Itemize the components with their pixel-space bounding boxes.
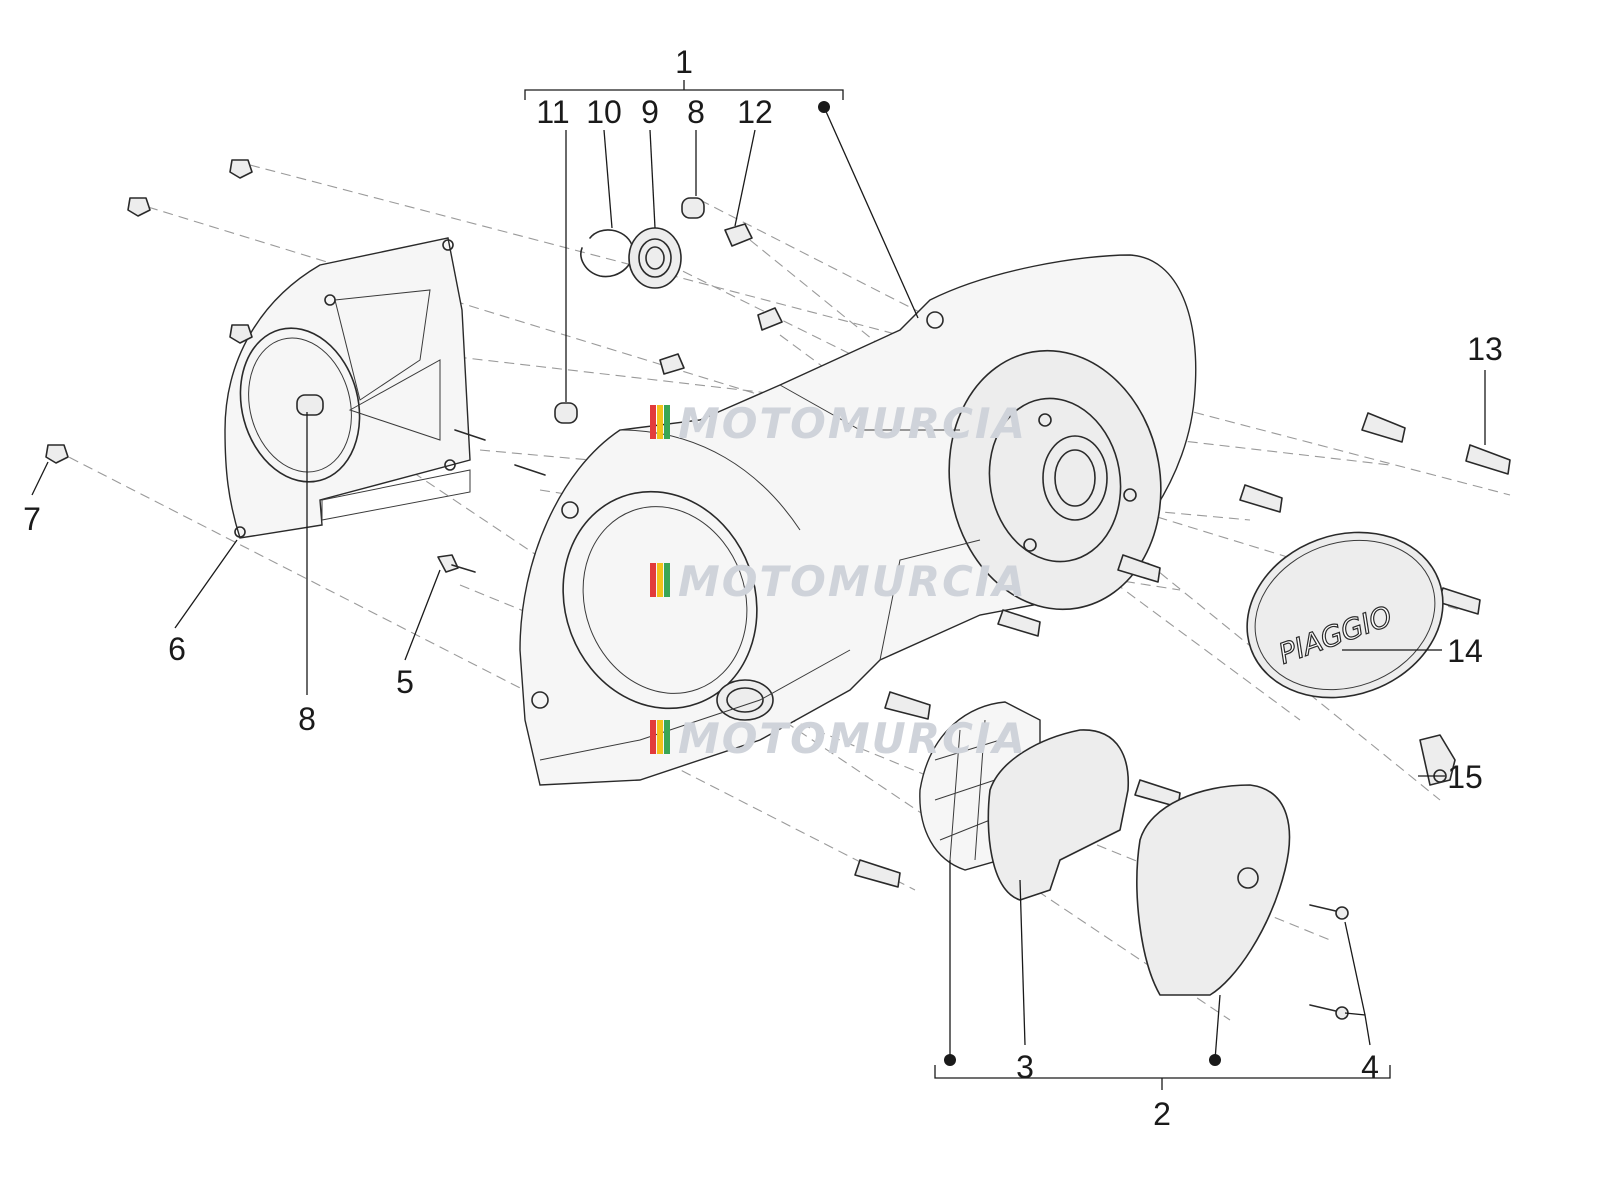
callout-6: 6 xyxy=(168,631,186,667)
callout-1: 1 xyxy=(675,44,693,80)
leader-lines xyxy=(31,80,1486,1090)
inner-cover-plate xyxy=(224,237,471,539)
transmission-cover xyxy=(519,254,1197,786)
watermark-1: MOTOMURCIA xyxy=(650,399,1027,448)
watermark-text-3: MOTOMURCIA xyxy=(678,714,1027,763)
bearing-group xyxy=(554,197,783,424)
callout-2: 2 xyxy=(1153,1096,1171,1132)
fasteners xyxy=(45,159,1511,1020)
callout-13: 13 xyxy=(1467,331,1503,367)
filter-housing xyxy=(919,701,1291,996)
piaggio-cover-cap: PIAGGIO xyxy=(1246,531,1444,699)
callout-labels: 1 11 10 9 8 12 13 7 6 5 8 14 15 3 4 2 xyxy=(23,44,1503,1132)
callout-5: 5 xyxy=(396,664,414,700)
callout-4: 4 xyxy=(1361,1049,1379,1085)
callout-3: 3 xyxy=(1016,1049,1034,1085)
callout-8-left: 8 xyxy=(298,701,316,737)
callout-14: 14 xyxy=(1447,633,1483,669)
watermark-text-1: MOTOMURCIA xyxy=(678,399,1027,448)
watermark-3: MOTOMURCIA xyxy=(650,714,1027,763)
watermark-2: MOTOMURCIA xyxy=(650,557,1027,606)
callout-10: 10 xyxy=(586,94,622,130)
callout-9: 9 xyxy=(641,94,659,130)
callout-7: 7 xyxy=(23,501,41,537)
watermark-text-2: MOTOMURCIA xyxy=(678,557,1027,606)
callout-15: 15 xyxy=(1447,759,1483,795)
callout-12: 12 xyxy=(737,94,773,130)
callout-11: 11 xyxy=(536,94,569,130)
callout-8-top: 8 xyxy=(687,94,705,130)
